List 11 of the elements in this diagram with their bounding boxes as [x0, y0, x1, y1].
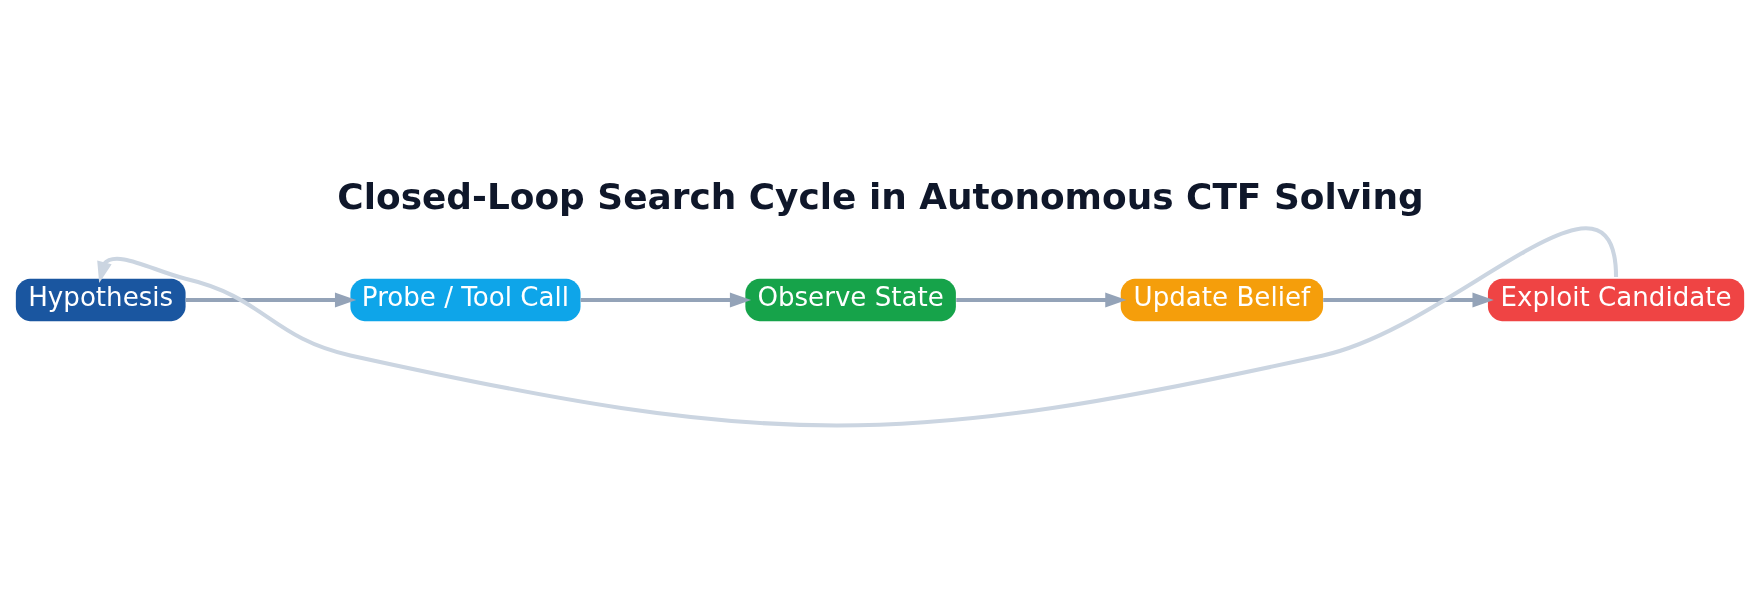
node-box: Hypothesis [15, 278, 186, 321]
diagram-title: Closed-Loop Search Cycle in Autonomous CTF Solving [337, 175, 1424, 217]
node-box: Probe / Tool Call [350, 278, 581, 321]
arrow [956, 292, 1127, 307]
node-box: Observe State [745, 278, 956, 321]
arrow [97, 226, 1619, 427]
node-box: Update Belief [1120, 278, 1324, 321]
arrow [580, 292, 752, 307]
arrow [1323, 292, 1494, 307]
node-box: Exploit Candidate [1487, 278, 1745, 321]
arrow [185, 292, 357, 307]
